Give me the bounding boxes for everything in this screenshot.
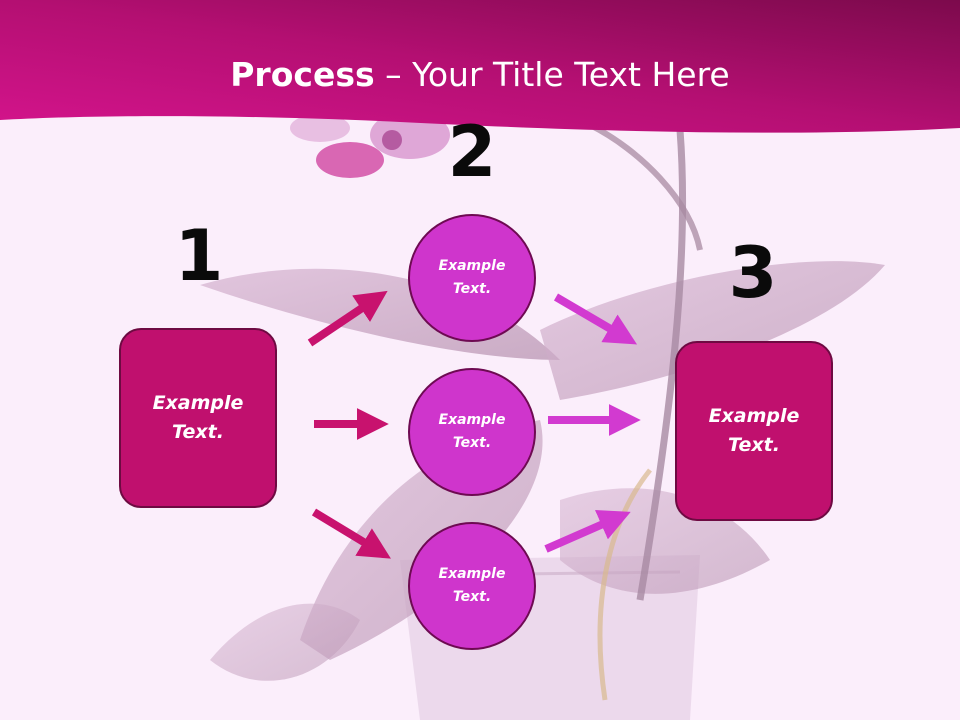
step-1-text: Example Text. (152, 392, 244, 443)
title-banner (0, 0, 960, 133)
title-bold: Process (230, 55, 375, 94)
step-3-box: Example Text. (675, 341, 833, 521)
circle-middle-text: Example Text. (438, 412, 506, 451)
title-rest: – Your Title Text Here (374, 55, 730, 94)
circle-bottom-text: Example Text. (438, 566, 506, 605)
step-2-circle-bottom: Example Text. (408, 522, 536, 650)
arrow-right-up (544, 510, 631, 553)
arrow-right-down (553, 293, 638, 345)
step-2-circle-top: Example Text. (408, 214, 536, 342)
step-1-box: Example Text. (119, 328, 277, 508)
step-number-3: 3 (728, 232, 778, 314)
circle-top-text: Example Text. (438, 258, 506, 297)
step-number-2: 2 (447, 111, 497, 193)
arrow-left-down (311, 508, 391, 559)
slide-title: Process – Your Title Text Here (0, 54, 960, 96)
step-3-text: Example Text. (708, 405, 800, 456)
step-2-circle-middle: Example Text. (408, 368, 536, 496)
arrow-left-up (307, 290, 388, 347)
step-number-1: 1 (174, 215, 224, 297)
